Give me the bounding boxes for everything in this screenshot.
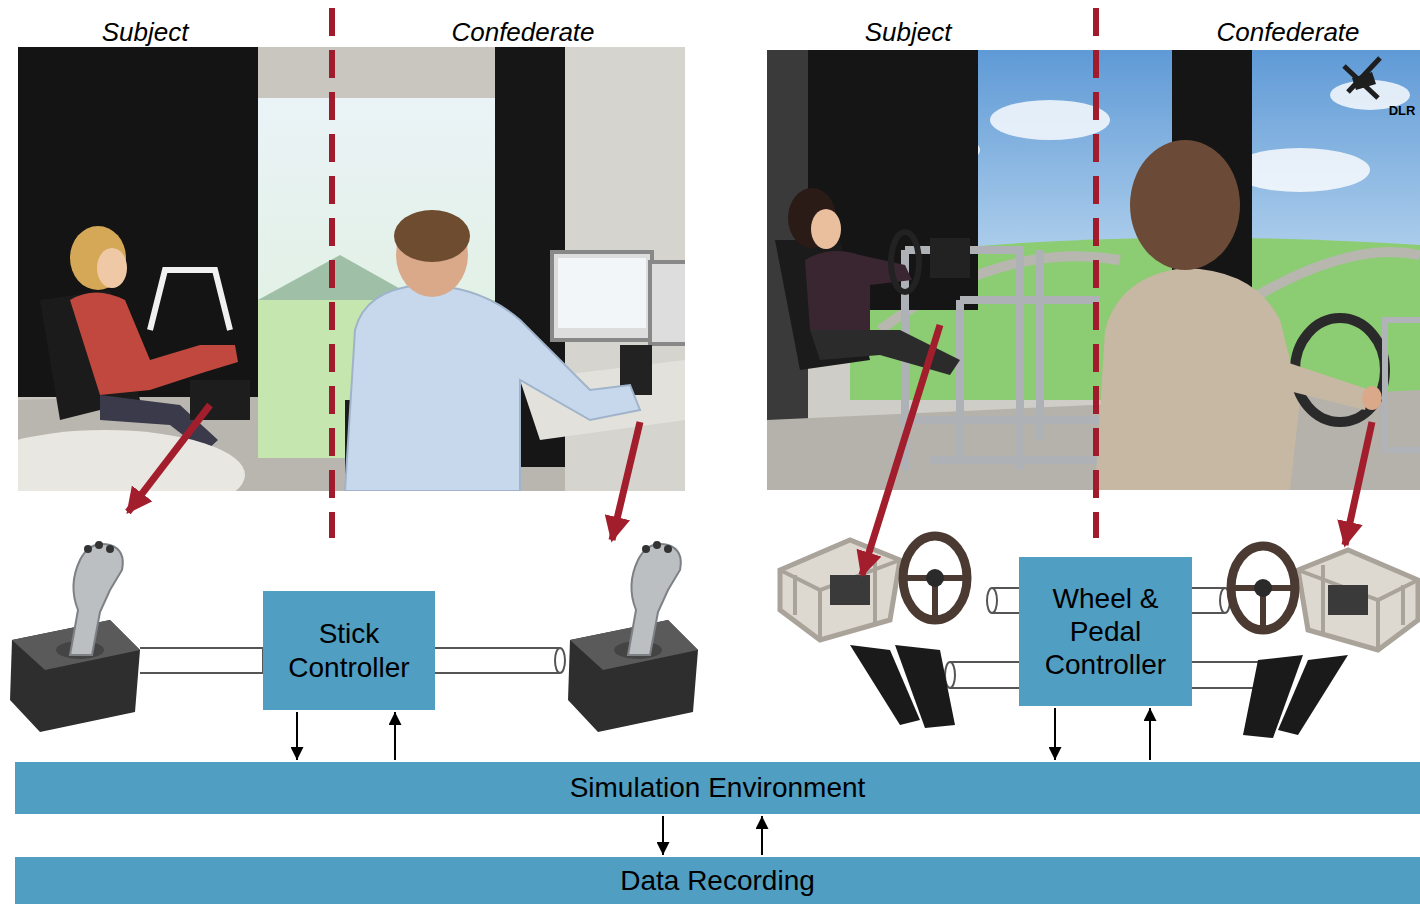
- wheel-pedal-device: [780, 536, 967, 728]
- logo-symbol: [1352, 72, 1376, 90]
- flow-arrow: [662, 816, 664, 855]
- cable-pipe: [950, 662, 1019, 688]
- cable-pipe: [555, 648, 565, 673]
- flow-arrow: [1149, 708, 1151, 760]
- cable-pipe: [435, 648, 560, 673]
- lab-photo-stick: [150, 270, 230, 330]
- lab-photo-stick: [558, 258, 646, 328]
- lab-photo-stick: [18, 47, 685, 491]
- box-label: Simulation Environment: [570, 771, 866, 804]
- lab-photo-wheel: [990, 100, 1110, 140]
- cable-pipe: [987, 588, 997, 613]
- logo-symbol: [1344, 58, 1380, 98]
- lab-photo-stick: [552, 252, 652, 340]
- system-band: Simulation Environment: [15, 762, 1420, 814]
- pointer-arrow: [612, 422, 640, 540]
- lab-photo-stick: [97, 248, 127, 288]
- box-label: Stick Controller: [273, 617, 425, 683]
- lab-photo-wheel: [891, 232, 919, 292]
- role-label: Confederate: [1216, 18, 1359, 47]
- lab-photo-stick: [18, 430, 245, 491]
- lab-photo-wheel: [1095, 268, 1300, 490]
- wheel-pedal-device: [1231, 546, 1418, 738]
- pointer-arrow: [128, 325, 1372, 575]
- wheel-pedal-device: [1231, 546, 1418, 738]
- wheel-pedal-device: [780, 536, 967, 728]
- lab-photo-stick: [18, 47, 685, 491]
- role-label: Subject: [102, 18, 189, 47]
- lab-photo-stick: [70, 293, 238, 396]
- lab-photo-wheel: [805, 251, 912, 330]
- lab-photo-stick: [70, 226, 126, 290]
- lab-photo-wheel: [1385, 320, 1420, 450]
- box-label: Data Recording: [620, 864, 815, 897]
- cable-pipe: [140, 648, 263, 673]
- joystick-device: [568, 541, 698, 732]
- role-label: Subject: [865, 18, 952, 47]
- separator-line: [329, 8, 335, 538]
- controller-box: Wheel & Pedal Controller: [1019, 557, 1192, 706]
- lab-photo-stick: [650, 262, 685, 344]
- logo-symbol: [1344, 58, 1380, 98]
- lab-photo-wheel: [811, 209, 841, 249]
- logo-text: DLR: [1389, 104, 1416, 118]
- flow-arrow: [1054, 708, 1056, 760]
- lab-photo-wheel: [930, 238, 970, 278]
- pointer-arrow: [1345, 422, 1372, 545]
- flow-arrow: [394, 712, 396, 760]
- box-label: Wheel & Pedal Controller: [1029, 582, 1182, 681]
- pointer-arrow: [128, 405, 210, 512]
- lab-photo-stick: [345, 285, 640, 491]
- flow-arrow: [296, 712, 298, 760]
- joystick-device: [10, 541, 140, 732]
- lab-photo-wheel: [1130, 140, 1240, 270]
- lab-photo-stick: [394, 210, 470, 262]
- pointer-arrow: [862, 325, 940, 575]
- role-label: Confederate: [451, 18, 594, 47]
- flow-arrow: [761, 816, 763, 855]
- controller-box: Stick Controller: [263, 591, 435, 710]
- lab-photo-wheel: [1250, 252, 1420, 300]
- lab-photo-wheel: [1280, 360, 1370, 410]
- lab-photo-wheel: [1362, 386, 1382, 410]
- system-band: Data Recording: [15, 857, 1420, 904]
- separator-line: [1093, 8, 1099, 538]
